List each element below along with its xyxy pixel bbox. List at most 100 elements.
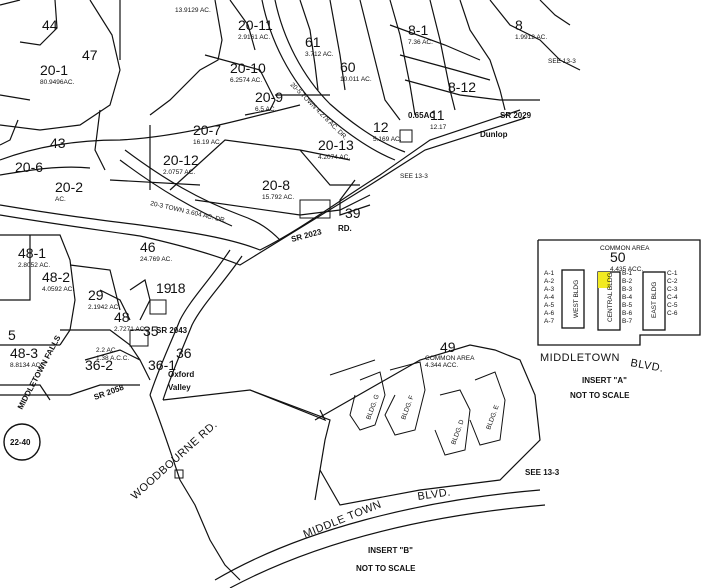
acre-138-label: 1.38 A.C.C. — [96, 355, 129, 362]
map-ref-label: 22-40 — [10, 438, 31, 447]
parcel-p8-12: 8-12 — [448, 79, 476, 95]
parcel-area-p20-13: 4.2074 AC. — [318, 154, 350, 161]
town-a-label: 20-3 TOWN 3.604 AC. DR. — [150, 200, 228, 224]
parcel-area-p48-1: 2.8052 AC. — [18, 262, 50, 269]
parcel-p20-10: 20-10 — [230, 60, 266, 76]
unit-b-6: B-6 — [622, 310, 633, 317]
unit-c-4: C-4 — [667, 294, 678, 301]
parcel-area-p20-2: AC. — [55, 196, 66, 203]
parcel-p39: 39 — [345, 205, 361, 221]
insert-b-note: NOT TO SCALE — [356, 564, 416, 573]
parcel-p20-11: 20-11 — [238, 17, 273, 33]
blvd-label: BLVD. — [417, 486, 452, 503]
map-ref-circle — [3, 423, 41, 461]
parcel-area-p61: 3.712 AC. — [305, 51, 334, 58]
parcel-area-p8-1: 7.36 AC. — [408, 39, 433, 46]
east-bldg-label: EAST BLDG — [651, 282, 658, 318]
parcel-area-p48-3: 8.8134 AC. — [10, 362, 42, 369]
acre-22-label: 2.2 AC — [96, 347, 116, 354]
west-bldg-label: WEST BLDG — [573, 280, 580, 318]
parcel-p20-13: 20-13 — [318, 137, 354, 153]
parcel-area-p12: 5.169 AC. — [373, 136, 402, 143]
insert-b-title: INSERT "B" — [368, 546, 413, 555]
common-area-a-label: COMMON AREA — [600, 245, 650, 252]
bldg-d-label: BLDG. D — [450, 419, 466, 446]
unit-b-7: B-7 — [622, 318, 633, 325]
parcel-area-p11: 12.17 — [430, 124, 447, 131]
parcel-p48-1: 48-1 — [18, 245, 46, 261]
parcel-p18: 18 — [170, 280, 186, 296]
unit-a-2: A-2 — [544, 278, 555, 285]
valley-label: Valley — [168, 383, 191, 392]
bldg-g-label: BLDG. G — [365, 394, 381, 421]
boundary-lines — [0, 0, 581, 588]
central-bldg-label: CENTRAL BLDG — [607, 272, 614, 322]
unit-a-7: A-7 — [544, 318, 555, 325]
parcel-p44: 44 — [42, 17, 58, 33]
unit-b-1: B-1 — [622, 270, 633, 277]
parcel-p5: 5 — [8, 327, 16, 343]
parcel-p12: 12 — [373, 119, 389, 135]
parcel-p48-3: 48-3 — [10, 345, 38, 361]
highlight-central-bldg — [598, 272, 610, 288]
parcel-p60: 60 — [340, 59, 356, 75]
unit-b-3: B-3 — [622, 286, 633, 293]
parcel-p20-7: 20-7 — [193, 122, 221, 138]
unit-c-6: C-6 — [667, 310, 678, 317]
small-parcels — [129, 129, 413, 479]
parcel-p36-1: 36-1 — [148, 357, 176, 373]
middletown-a-label: MIDDLETOWN — [540, 352, 620, 364]
acre-065-label: 0.65AC — [408, 111, 435, 120]
parcel-area-p50: 4.435 ACC. — [610, 266, 643, 273]
unit-a-4: A-4 — [544, 294, 555, 301]
see-bottom-label: SEE 13-3 — [525, 468, 560, 477]
parcel-p61: 61 — [305, 34, 321, 50]
unit-c-3: C-3 — [667, 286, 678, 293]
common-b-acre-label: 4.344 ACC. — [425, 362, 458, 369]
parcel-p50: 50 — [610, 249, 626, 265]
sr-2043-label: SR 2043 — [156, 326, 188, 335]
parcel-area-p48-2: 4.0592 AC. — [42, 286, 74, 293]
unit-a-3: A-3 — [544, 286, 555, 293]
parcel-p19: 19 — [156, 280, 172, 296]
parcel-p48-2: 48-2 — [42, 269, 70, 285]
parcel-area-p20-10: 6.2574 AC. — [230, 77, 262, 84]
parcel-p8-1: 8-1 — [408, 22, 428, 38]
bldg-f-label: BLDG. F — [400, 395, 415, 421]
parcel-p11: 11 — [430, 107, 445, 123]
insert-a: INSERT "A" NOT TO SCALE WEST BLDG CENTRA… — [544, 270, 678, 400]
unit-a-5: A-5 — [544, 302, 555, 309]
unit-c-2: C-2 — [667, 278, 678, 285]
parcel-area-p8: 1.9912 AC. — [515, 34, 547, 41]
units-east: C-1C-2C-3C-4C-5C-6 — [667, 270, 678, 317]
units-west: A-1A-2A-3A-4A-5A-6A-7 — [544, 270, 555, 325]
unit-b-5: B-5 — [622, 302, 633, 309]
parcel-p35: 35 — [143, 323, 159, 339]
sr-2029-label: SR 2029 — [500, 111, 532, 120]
parcel-area-p20-12: 2.0757 AC. — [163, 169, 195, 176]
insert-b-buildings — [329, 359, 506, 456]
parcel-p20-9: 20-9 — [255, 89, 283, 105]
parcel-area-p29: 2.1942 AC. — [88, 304, 120, 311]
oxford-label: Oxford — [168, 370, 194, 379]
parcel-p8: 8 — [515, 17, 523, 33]
dunlop-label: Dunlop — [480, 130, 508, 139]
parcel-p20-12: 20-12 — [163, 152, 199, 168]
rd-label: RD. — [338, 224, 352, 233]
blvd-a-label: BLVD. — [629, 357, 664, 375]
see-mid-label: SEE 13-3 — [400, 173, 428, 180]
unit-a-1: A-1 — [544, 270, 555, 277]
parcel-area-p20-1: 80.9496AC. — [40, 79, 75, 86]
parcel-p20-2: 20-2 — [55, 179, 83, 195]
parcel-p47: 47 — [82, 47, 98, 63]
parcel-area-ptop: 13.9129 AC. — [175, 7, 211, 14]
parcel-area-p46: 24.769 AC. — [140, 256, 172, 263]
parcel-p20-6: 20-6 — [15, 159, 43, 175]
bldg-e-label: BLDG. E — [485, 404, 501, 431]
parcel-p20-8: 20-8 — [262, 177, 290, 193]
unit-c-1: C-1 — [667, 270, 678, 277]
parcel-area-p48: 2.7271 AC. — [114, 326, 146, 333]
parcel-area-p60: 10.011 AC. — [340, 76, 372, 83]
